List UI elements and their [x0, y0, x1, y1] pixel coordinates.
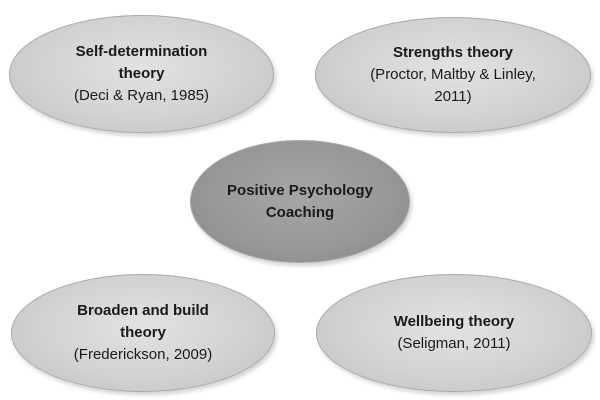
node-citation: (Seligman, 2011) [397, 335, 511, 352]
self-determination-node: Self-determination theory (Deci & Ryan, … [9, 15, 274, 133]
positive-psychology-coaching-node: Positive Psychology Coaching [190, 140, 410, 263]
node-title: Wellbeing theory [393, 313, 515, 330]
node-title: Strengths theory [392, 44, 513, 61]
node-title: Broaden and build theory [77, 302, 209, 341]
wellbeing-theory-node: Wellbeing theory (Seligman, 2011) [316, 274, 592, 392]
node-citation: (Frederickson, 2009) [73, 346, 213, 363]
strengths-theory-node: Strengths theory (Proctor, Maltby & Linl… [315, 17, 591, 133]
node-title: Self-determination theory [75, 43, 208, 82]
broaden-and-build-node: Broaden and build theory (Frederickson, … [11, 274, 275, 392]
node-citation: (Proctor, Maltby & Linley, 2011) [370, 66, 536, 105]
center-title: Positive Psychology Coaching [227, 181, 373, 221]
node-citation: (Deci & Ryan, 1985) [73, 87, 210, 104]
